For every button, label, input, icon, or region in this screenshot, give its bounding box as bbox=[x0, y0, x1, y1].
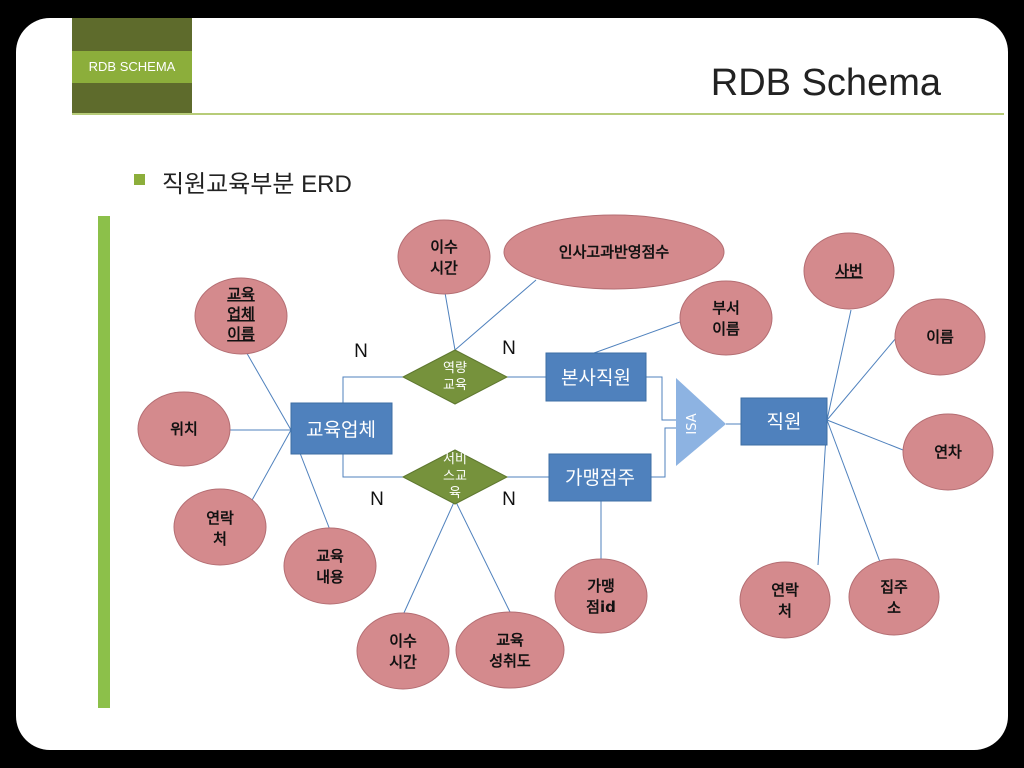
svg-text:연차: 연차 bbox=[934, 443, 962, 461]
relationship-service: 서비 스교 육 bbox=[401, 449, 509, 505]
svg-text:교육업체: 교육업체 bbox=[306, 419, 376, 441]
svg-text:서비: 서비 bbox=[443, 452, 467, 467]
attr-emp-contact: 연락 처 bbox=[739, 561, 831, 639]
svg-text:부서: 부서 bbox=[712, 299, 740, 317]
svg-text:소: 소 bbox=[887, 599, 901, 617]
svg-text:역량: 역량 bbox=[443, 361, 467, 376]
attr-hr-score: 인사고과반영점수 bbox=[503, 214, 725, 290]
attr-edu-content: 교육 내용 bbox=[283, 527, 377, 605]
svg-text:시간: 시간 bbox=[389, 653, 417, 671]
slide-subtitle: 직원교육부분 ERD bbox=[162, 171, 352, 198]
attr-location: 위치 bbox=[137, 391, 231, 467]
svg-text:교육: 교육 bbox=[227, 285, 255, 303]
relationship-competency: 역량 교육 bbox=[401, 349, 509, 405]
svg-text:ISA: ISA bbox=[685, 413, 700, 434]
svg-text:위치: 위치 bbox=[170, 420, 198, 438]
isa-triangle: ISA bbox=[676, 378, 726, 466]
entity-hq-staff: 본사직원 bbox=[545, 352, 647, 402]
attr-contact: 연락 처 bbox=[173, 488, 267, 566]
entity-franchisee: 가맹점주 bbox=[548, 453, 652, 502]
attr-dept-name: 부서 이름 bbox=[679, 280, 773, 356]
svg-text:이름: 이름 bbox=[712, 320, 740, 338]
svg-text:스교: 스교 bbox=[443, 469, 467, 484]
svg-text:내용: 내용 bbox=[316, 568, 344, 586]
attr-franchise-id: 가맹 점id bbox=[554, 558, 648, 634]
svg-text:업체: 업체 bbox=[227, 305, 255, 323]
svg-text:본사직원: 본사직원 bbox=[561, 367, 631, 389]
entity-employee: 직원 bbox=[740, 397, 828, 446]
connector-lines bbox=[229, 279, 904, 616]
svg-text:가맹점주: 가맹점주 bbox=[565, 467, 635, 489]
svg-text:가맹: 가맹 bbox=[587, 577, 615, 595]
bullet-square-icon bbox=[134, 174, 145, 185]
svg-text:연락: 연락 bbox=[206, 509, 234, 527]
cardinality-label: N bbox=[502, 338, 516, 359]
section-tag-label: RDB SCHEMA bbox=[72, 51, 192, 83]
slide-title: RDB Schema bbox=[710, 62, 941, 104]
attr-hours-top: 이수 시간 bbox=[397, 219, 491, 295]
svg-text:처: 처 bbox=[213, 530, 227, 548]
svg-text:연락: 연락 bbox=[771, 581, 799, 599]
svg-text:이름: 이름 bbox=[926, 328, 954, 346]
attr-emp-no: 사번 bbox=[803, 232, 895, 310]
svg-text:교육: 교육 bbox=[316, 547, 344, 565]
attr-achievement: 교육 성취도 bbox=[455, 611, 565, 689]
svg-text:육: 육 bbox=[449, 486, 461, 501]
svg-text:이수: 이수 bbox=[389, 632, 417, 650]
svg-text:시간: 시간 bbox=[430, 259, 458, 277]
svg-text:사번: 사번 bbox=[835, 262, 863, 280]
accent-sidebar bbox=[98, 216, 110, 708]
attr-name: 이름 bbox=[894, 298, 986, 376]
attr-annual-leave: 연차 bbox=[902, 413, 994, 491]
cardinality-label: N bbox=[370, 489, 384, 510]
entity-edu-company: 교육업체 bbox=[290, 402, 393, 455]
section-tag: RDB SCHEMA bbox=[72, 18, 192, 114]
svg-text:인사고과반영점수: 인사고과반영점수 bbox=[559, 243, 670, 261]
svg-text:이름: 이름 bbox=[227, 325, 255, 343]
svg-text:집주: 집주 bbox=[880, 578, 908, 596]
attr-address: 집주 소 bbox=[848, 558, 940, 636]
cardinality-label: N bbox=[354, 341, 368, 362]
svg-text:처: 처 bbox=[778, 602, 792, 620]
title-divider bbox=[72, 113, 1004, 115]
attr-company-name: 교육 업체 이름 bbox=[194, 277, 288, 355]
svg-text:성취도: 성취도 bbox=[489, 652, 531, 670]
attr-hours-bottom: 이수 시간 bbox=[356, 612, 450, 690]
svg-text:교육: 교육 bbox=[496, 631, 524, 649]
svg-text:점id: 점id bbox=[586, 598, 616, 616]
svg-text:직원: 직원 bbox=[767, 411, 802, 433]
cardinality-label: N bbox=[502, 489, 516, 510]
svg-text:교육: 교육 bbox=[443, 378, 467, 393]
svg-text:이수: 이수 bbox=[430, 238, 458, 256]
